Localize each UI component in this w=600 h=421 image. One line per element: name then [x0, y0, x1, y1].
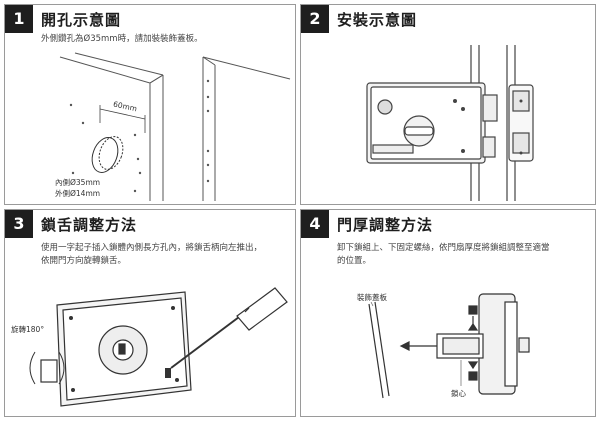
step-description-line-1: 卸下鎖組上、下固定螺絲，依門扇厚度將鎖組調整至適當 [337, 243, 550, 253]
drilling-illustration [59, 52, 291, 201]
step-number: 3 [5, 210, 33, 238]
step-title: 安裝示意圖 [337, 11, 418, 29]
step-title: 門厚調整方法 [337, 216, 434, 234]
step-description: 外側鑽孔為Ø35mm時，請加裝裝飾蓋板。 [41, 34, 203, 44]
step-number: 4 [301, 210, 329, 238]
step-title: 開孔示意圖 [41, 11, 122, 29]
step-description-line-1: 使用一字起子插入鎖體內側長方孔內，將鎖舌柄向左推出， [41, 243, 263, 253]
installation-illustration [366, 45, 534, 201]
panel-door-thickness-adjustment: 4 門厚調整方法 卸下鎖組上、下固定螺絲，依門扇厚度將鎖組調整至適當 的位置。 … [300, 209, 596, 417]
panel-installation-diagram: 2 安裝示意圖 [300, 4, 596, 205]
step-number: 1 [5, 5, 33, 33]
panel-drilling-diagram: 1 開孔示意圖 外側鑽孔為Ø35mm時，請加裝裝飾蓋板。 60mm 內側Ø35m… [4, 4, 296, 205]
step-description-line-2: 依開門方向旋轉鎖舌。 [41, 256, 127, 266]
step-description-line-2: 的位置。 [337, 256, 372, 266]
step-title: 鎖舌調整方法 [41, 216, 138, 234]
inner-hole-label: 內側Ø35mm [55, 178, 101, 187]
cover-plate-label: 裝飾蓋板 [357, 293, 387, 302]
lock-core-label: 鎖心 [451, 389, 466, 398]
thickness-adjustment-illustration [368, 293, 530, 399]
step-number: 2 [301, 5, 329, 33]
panel-latch-adjustment: 3 鎖舌調整方法 使用一字起子插入鎖體內側長方孔內，將鎖舌柄向左推出， 依開門方… [4, 209, 296, 417]
latch-adjustment-illustration [29, 287, 288, 407]
outer-hole-label: 外側Ø14mm [55, 189, 101, 198]
rotate-label: 旋轉180° [11, 325, 45, 334]
